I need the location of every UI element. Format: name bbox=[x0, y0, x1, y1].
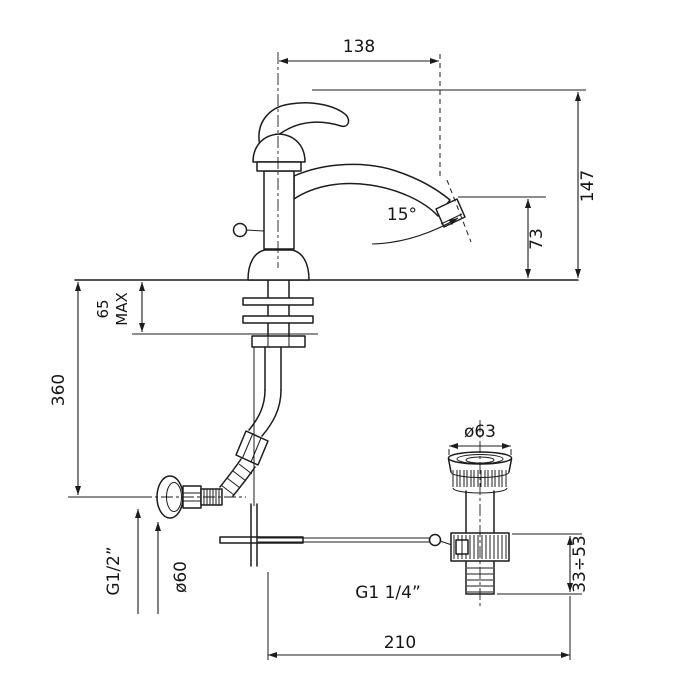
dim-33-53-label: 33÷53 bbox=[570, 535, 590, 593]
braided-hose bbox=[219, 458, 242, 488]
braid-hatch bbox=[220, 463, 253, 496]
dim-angle-15: 15° bbox=[371, 179, 472, 245]
thread-g12-label: G1/2” bbox=[104, 546, 124, 595]
dim-360: 360 bbox=[49, 282, 150, 498]
dia-63-label: ø63 bbox=[464, 422, 496, 442]
max-label: MAX bbox=[113, 292, 131, 325]
dim-inlet: G1/2” ø60 bbox=[104, 509, 191, 614]
dim-147: 147 bbox=[312, 89, 598, 278]
faucet-body bbox=[232, 102, 466, 281]
faucet-below-deck bbox=[219, 279, 314, 506]
flange-knurl-hatch bbox=[452, 470, 507, 487]
dim-dia-63: ø63 bbox=[448, 422, 512, 455]
lever-handle bbox=[258, 102, 350, 148]
dim-65-label: 65 bbox=[94, 299, 112, 318]
handle-dome bbox=[252, 133, 306, 163]
faucet-spout bbox=[293, 163, 451, 217]
base-flange bbox=[247, 249, 310, 281]
rod-ball-joint bbox=[428, 533, 442, 547]
mounting-washer bbox=[242, 297, 314, 306]
dim-210: 210 bbox=[267, 572, 571, 660]
dia-60-label: ø60 bbox=[171, 561, 191, 593]
angle-15-label: 15° bbox=[387, 205, 417, 225]
body-collar bbox=[256, 161, 302, 172]
pop-up-knob bbox=[232, 222, 248, 238]
dim-360-label: 360 bbox=[49, 374, 69, 406]
dim-210-label: 210 bbox=[384, 633, 416, 653]
supply-hose bbox=[248, 389, 266, 431]
dim-g1-14: G1 1/4” bbox=[355, 583, 421, 603]
dim-33-53: 33÷53 bbox=[497, 533, 590, 595]
dim-138-label: 138 bbox=[343, 37, 375, 57]
faucet-trunk bbox=[263, 170, 295, 250]
mounting-plate bbox=[242, 315, 314, 324]
horizontal-rod bbox=[258, 537, 431, 543]
mounting-nut bbox=[251, 335, 306, 348]
center-lines bbox=[140, 52, 481, 606]
linkage-vertical-rod bbox=[250, 503, 258, 567]
thread-g1-14-label: G1 1/4” bbox=[355, 583, 421, 603]
dim-138: 138 bbox=[279, 37, 441, 178]
dim-65-max: 65 MAX bbox=[94, 282, 318, 335]
dim-147-label: 147 bbox=[578, 170, 598, 202]
dim-73-label: 73 bbox=[527, 228, 547, 250]
linkage-crossbar bbox=[219, 536, 304, 544]
angle-arc bbox=[371, 217, 459, 245]
pop-up-linkage bbox=[219, 503, 459, 567]
dim-73: 73 bbox=[458, 196, 547, 278]
drain-neck bbox=[465, 490, 495, 534]
